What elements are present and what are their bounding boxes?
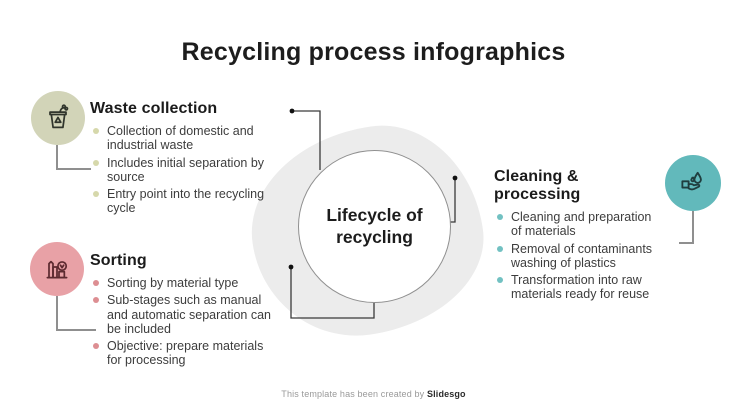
bullet-item: Cleaning and preparation of materials	[494, 210, 660, 239]
section-heading: Sorting	[90, 252, 147, 269]
bullet-item: Sub-stages such as manual and automatic …	[90, 293, 272, 336]
bullet-item: Objective: prepare materials for process…	[90, 339, 272, 368]
section-bullet-list: Sorting by material type Sub-stages such…	[90, 276, 272, 368]
lifecycle-circle: Lifecycle of recycling	[298, 150, 451, 303]
section-bullet-list: Collection of domestic and industrial wa…	[90, 124, 268, 216]
connector-dot	[289, 108, 295, 114]
sorting-icon-circle	[30, 242, 84, 296]
bullet-item: Collection of domestic and industrial wa…	[90, 124, 268, 153]
brand-name: Slidesgo	[426, 389, 466, 399]
section-cleaning-processing: Cleaning & processing Cleaning and prepa…	[494, 168, 660, 305]
credit-text: This template has been created by	[281, 389, 427, 399]
page-title: Recycling process infographics	[181, 38, 566, 66]
waste-collection-icon-circle	[31, 91, 85, 145]
credit-line: This template has been created by Slides…	[0, 389, 747, 399]
sorting-facility-icon	[46, 260, 68, 279]
section-heading: Cleaning & processing	[494, 168, 581, 203]
bullet-item: Removal of contaminants washing of plast…	[494, 242, 660, 271]
section-sorting: Sorting Sorting by material type Sub-sta…	[90, 252, 272, 371]
lifecycle-label: Lifecycle of recycling	[326, 204, 423, 247]
section-waste-collection: Waste collection Collection of domestic …	[90, 100, 268, 219]
bullet-item: Entry point into the recycling cycle	[90, 187, 268, 216]
bullet-item: Includes initial separation by source	[90, 156, 268, 185]
cleaning-icon-connector	[679, 211, 694, 244]
trash-bin-recycle-icon	[49, 104, 69, 129]
section-bullet-list: Cleaning and preparation of materials Re…	[494, 210, 660, 302]
section-heading: Waste collection	[90, 100, 218, 117]
cleaning-processing-icon-circle	[665, 155, 721, 211]
hand-water-drop-icon	[681, 171, 702, 191]
waste-icon-connector	[56, 145, 91, 170]
bullet-item: Transformation into raw materials ready …	[494, 273, 660, 302]
bullet-item: Sorting by material type	[90, 276, 272, 290]
